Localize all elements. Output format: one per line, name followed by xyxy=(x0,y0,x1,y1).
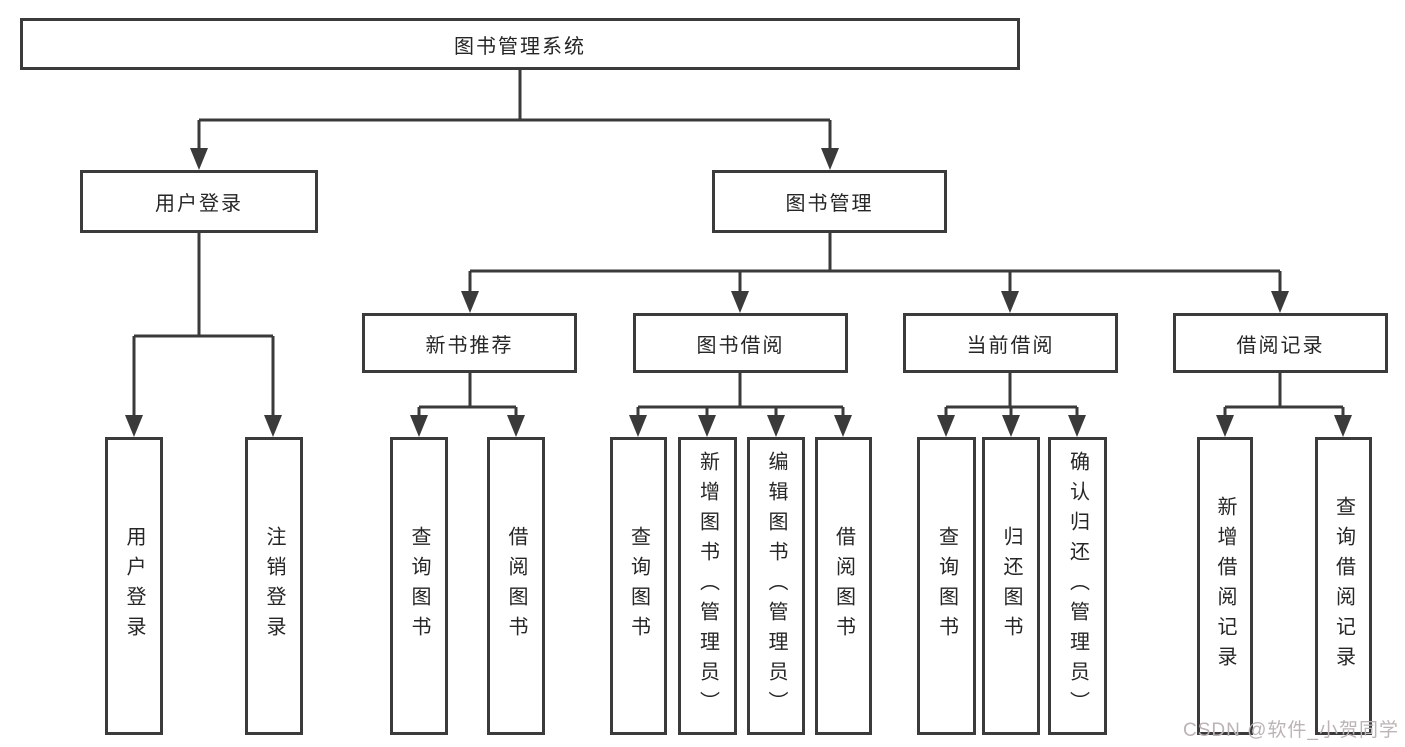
leaf-borrow-books-recommend: 借阅图书 xyxy=(487,437,545,735)
node-new-book-recommend: 新书推荐 xyxy=(362,313,577,373)
node-borrow-records-label: 借阅记录 xyxy=(1236,334,1325,357)
node-borrow-records: 借阅记录 xyxy=(1173,313,1388,373)
node-current-borrow-label: 当前借阅 xyxy=(966,334,1055,357)
leaf-edit-books-admin: 编辑图书（管理员） xyxy=(747,437,805,735)
leaf-borrow-books-label: 借阅图书 xyxy=(832,526,855,646)
node-book-management: 图书管理 xyxy=(712,170,947,233)
node-book-borrow: 图书借阅 xyxy=(633,313,848,373)
node-new-book-recommend-label: 新书推荐 xyxy=(425,334,514,357)
node-book-management-label: 图书管理 xyxy=(785,193,874,215)
leaf-user-login: 用户登录 xyxy=(105,437,163,735)
leaf-query-books-borrow: 查询图书 xyxy=(610,437,667,735)
node-root-label: 图书管理系统 xyxy=(454,35,586,58)
leaf-borrow-books-recommend-label: 借阅图书 xyxy=(505,526,527,646)
leaf-query-books-current-label: 查询图书 xyxy=(935,526,958,646)
leaf-logout-label: 注销登录 xyxy=(263,526,285,646)
leaf-query-books-recommend: 查询图书 xyxy=(390,437,448,735)
node-current-borrow: 当前借阅 xyxy=(903,313,1118,373)
node-book-borrow-label: 图书借阅 xyxy=(696,334,785,357)
leaf-return-books-label: 归还图书 xyxy=(1000,526,1022,646)
leaf-query-borrow-record-label: 查询借阅记录 xyxy=(1332,496,1355,676)
node-user-login-label: 用户登录 xyxy=(155,193,243,215)
leaf-add-borrow-record-label: 新增借阅记录 xyxy=(1214,496,1236,676)
leaf-confirm-return-admin: 确认归还（管理员） xyxy=(1048,437,1107,735)
arrowheads xyxy=(125,148,1352,437)
leaf-query-borrow-record: 查询借阅记录 xyxy=(1315,437,1372,735)
leaf-query-books-borrow-label: 查询图书 xyxy=(627,526,650,646)
leaf-edit-books-admin-label: 编辑图书（管理员） xyxy=(765,451,787,721)
node-root: 图书管理系统 xyxy=(20,18,1020,70)
leaf-logout: 注销登录 xyxy=(245,437,303,735)
leaf-query-books-recommend-label: 查询图书 xyxy=(408,526,430,646)
csdn-watermark: CSDN @软件_小贺同学 xyxy=(1183,720,1399,741)
leaf-borrow-books: 借阅图书 xyxy=(815,437,872,735)
leaf-add-borrow-record: 新增借阅记录 xyxy=(1197,437,1253,735)
node-user-login: 用户登录 xyxy=(80,170,318,233)
leaf-user-login-label: 用户登录 xyxy=(123,526,145,646)
leaf-query-books-current: 查询图书 xyxy=(917,437,976,735)
leaf-return-books: 归还图书 xyxy=(982,437,1040,735)
leaf-add-books-admin: 新增图书（管理员） xyxy=(678,437,737,735)
leaf-add-books-admin-label: 新增图书（管理员） xyxy=(696,451,719,721)
leaf-confirm-return-admin-label: 确认归还（管理员） xyxy=(1066,451,1089,721)
